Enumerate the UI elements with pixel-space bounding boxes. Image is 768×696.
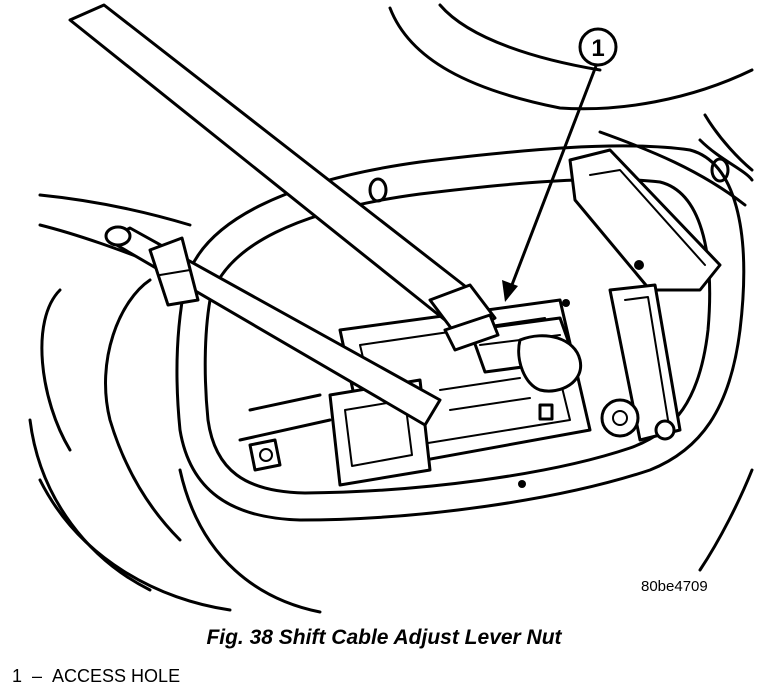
legend-item-number: 1	[12, 666, 23, 686]
shifter-mechanism	[238, 148, 722, 488]
callout-number: 1	[591, 35, 604, 62]
legend-item-separator: –	[32, 666, 43, 686]
callout-circle	[578, 27, 618, 67]
adjustment-rod-tool	[104, 225, 442, 427]
dashboard-contours	[28, 3, 754, 614]
callout-access-hole: 1	[502, 27, 618, 302]
legend: 1–ACCESS HOLE	[12, 666, 180, 687]
figure-reference-code: 80be4709	[641, 578, 708, 595]
console-bezel	[175, 144, 746, 522]
figure-title: Fig. 38 Shift Cable Adjust Lever Nut	[206, 626, 562, 649]
callout-arrowhead	[502, 280, 518, 302]
legend-item-label: ACCESS HOLE	[52, 666, 181, 686]
shift-cable-illustration: 1	[28, 3, 754, 614]
socket-wrench-tool	[68, 3, 500, 352]
callout-leader-line	[508, 65, 598, 291]
legend-item: 1–ACCESS HOLE	[12, 666, 180, 687]
